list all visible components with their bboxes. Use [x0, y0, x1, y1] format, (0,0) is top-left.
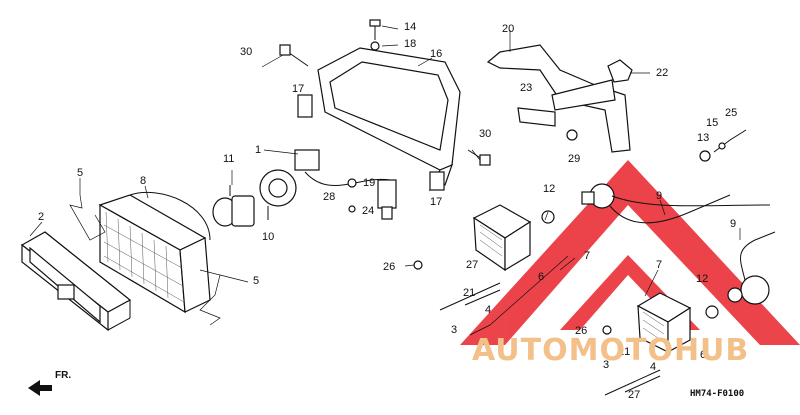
callout-8: 8 [140, 175, 146, 187]
callout-9b: 9 [730, 218, 736, 230]
callout-18: 18 [404, 38, 416, 50]
wire-harness [294, 149, 397, 220]
callout-9a: 9 [656, 190, 662, 202]
callout-21: 21 [463, 287, 475, 299]
headlight-bulb [212, 185, 255, 227]
callout-17b: 17 [430, 196, 442, 208]
callout-3b: 3 [603, 359, 609, 371]
callout-30b: 30 [479, 128, 491, 140]
lens-screws [413, 260, 661, 396]
callout-4: 4 [485, 304, 491, 316]
callout-2: 2 [38, 211, 44, 223]
callout-10: 10 [262, 231, 274, 243]
callout-12a: 12 [543, 183, 555, 195]
callout-29: 29 [568, 153, 580, 165]
callout-25: 25 [725, 107, 737, 119]
callout-14: 14 [404, 21, 416, 33]
callout-16: 16 [430, 48, 442, 60]
callout-27a: 27 [466, 259, 478, 271]
callout-26a: 26 [383, 261, 395, 273]
headlight-unit [98, 191, 211, 314]
callout-7a: 7 [584, 250, 590, 262]
callout-23: 23 [520, 82, 532, 94]
direction-label: FR. [55, 370, 71, 381]
callout-7b: 7 [656, 259, 662, 271]
callout-6b: 6 [700, 349, 706, 361]
front-turn-signal-right [472, 204, 555, 272]
watermark-text: AUTOMOTOHUB [472, 333, 749, 368]
callout-24: 24 [362, 205, 374, 217]
callout-11: 11 [223, 153, 234, 165]
callout-17a: 17 [292, 83, 304, 95]
front-turn-signal-left [636, 292, 719, 354]
leader-lines [29, 25, 741, 336]
callout-5b: 5 [253, 275, 259, 287]
callout-22: 22 [656, 67, 668, 79]
headlight-case [297, 47, 461, 192]
callout-labels: 1 2 3 3 4 4 5 5 6 6 7 7 8 9 9 10 11 12 1… [38, 21, 737, 401]
callout-19: 19 [363, 177, 375, 189]
headlight-stay [486, 44, 633, 153]
callout-4b: 4 [650, 361, 656, 373]
front-direction-indicator: FR. [28, 370, 71, 396]
callout-26b: 26 [575, 325, 587, 337]
callout-6: 6 [538, 271, 544, 283]
diagram-code: HM74-F0100 [690, 389, 744, 399]
turn-signal-hardware [699, 129, 747, 162]
callout-28: 28 [323, 191, 335, 203]
callout-5a: 5 [77, 167, 83, 179]
callout-21b: 21 [618, 346, 630, 358]
callout-1: 1 [255, 144, 261, 156]
mounting-spring [69, 194, 249, 326]
bulb-socket [259, 169, 297, 220]
callout-3: 3 [451, 324, 457, 336]
case-bolts [279, 19, 491, 166]
callout-13: 13 [697, 132, 709, 144]
callout-12b: 12 [696, 273, 708, 285]
callout-30a: 30 [240, 46, 252, 58]
callout-15: 15 [706, 117, 718, 129]
callout-20: 20 [502, 23, 514, 35]
headlight-rim [20, 231, 132, 332]
turn-signal-wires [581, 183, 776, 305]
callout-27b: 27 [628, 389, 640, 401]
